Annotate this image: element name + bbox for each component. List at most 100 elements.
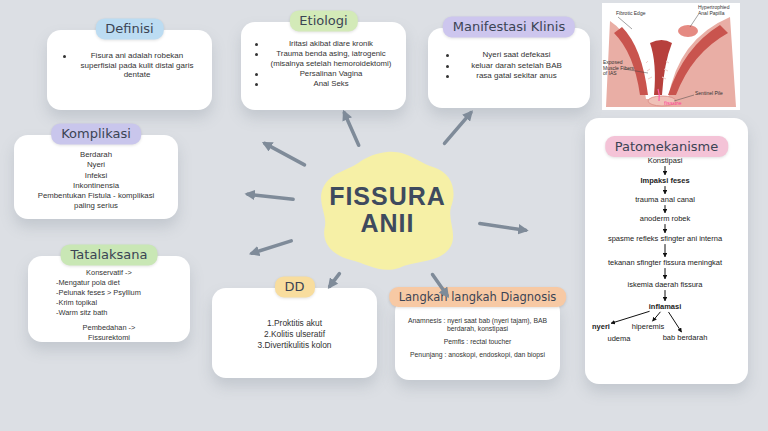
blob-outline: [321, 152, 453, 270]
heading-pill: Patomekanisme: [605, 136, 729, 157]
leader-line: [690, 15, 698, 27]
item-text: Iritasi akibat diare kronik: [266, 39, 396, 48]
anal-canal-tissue: [606, 17, 736, 107]
muscle-fibers: [668, 25, 728, 95]
heading-pill: Etiologi: [289, 10, 357, 31]
list-item: 3.Divertikulitis kolon: [224, 340, 365, 350]
topic-card: DefinisiFisura ani adalah robekan superf…: [47, 30, 212, 110]
card-body: Konservatif ->-Mengatur pola diet-Peluna…: [28, 256, 190, 348]
list-item: -Mengatur pola diet: [40, 279, 178, 288]
topic-card: PatomekanismeKonstipasiImpaksi feses trau…: [585, 118, 748, 384]
list-item: Pembentukan Fistula - komplikasi paling …: [28, 191, 164, 210]
card-body: BerdarahNyeriInfeksiInkontinensiaPembent…: [14, 135, 178, 215]
bullet-dot: [255, 83, 258, 86]
item-text: Nyeri saat defekasi: [457, 50, 576, 60]
list-item: Pembedahan ->: [40, 324, 178, 333]
branch-arrow: [265, 143, 305, 165]
flow-step: bab berdarah: [663, 333, 708, 342]
branch-arrow: [330, 274, 340, 287]
item-text: rasa gatal sekitar anus: [457, 71, 576, 81]
list-item: Inkontinensia: [28, 181, 164, 190]
list-item: -Pelunak feses > Psyllium: [40, 289, 178, 298]
card-body: Anamnesis : nyeri saat bab (nyeri tajam)…: [395, 298, 560, 369]
branch-arrow: [248, 194, 294, 199]
step-text: bab berdarah: [663, 333, 708, 342]
bullet-dot: [255, 53, 258, 56]
bullet-dot: [446, 65, 449, 68]
step-text: Impaksi feses: [640, 176, 689, 185]
list-item: Infeksi: [28, 171, 164, 180]
list-item: Berdarah: [28, 150, 164, 159]
step-text: tekanan sfingter fissura meningkat: [608, 258, 722, 267]
topic-card: Manifestasi KlinisNyeri saat defekasikel…: [428, 28, 590, 108]
list-item: Pemfis : rectal toucher: [407, 338, 548, 346]
step-text: udema: [608, 334, 631, 343]
branch-arrow: [252, 241, 291, 254]
step-text: spasme refleks sfingter ani interna: [608, 234, 722, 243]
illustration-label: Hypertrophied Anal Papilla: [698, 5, 740, 16]
illustration-background: [602, 3, 740, 110]
heading-pill: DD: [274, 276, 314, 297]
bullet-dot: [446, 75, 449, 78]
list-item: Penunjang : anoskopi, endoskopi, dan bio…: [407, 351, 548, 359]
list-item: rasa gatal sekitar anus: [442, 71, 576, 81]
list-item: -Warm sitz bath: [40, 309, 178, 318]
flow-step: spasme refleks sfingter ani interna: [608, 234, 722, 243]
list-item: Fisura ani adalah robekan superfisial pa…: [59, 51, 200, 80]
list-item: keluar darah setelah BAB: [442, 61, 576, 71]
flow-step: nyeri: [592, 322, 610, 331]
item-text: Persalinan Vagina: [266, 69, 396, 78]
bullet-dot: [255, 73, 258, 76]
step-text: hiperemis: [632, 322, 665, 331]
fissure-mark: [658, 89, 659, 101]
list-item: -Krim topikal: [40, 299, 178, 308]
list-item: Anamnesis : nyeri saat bab (nyeri tajam)…: [407, 317, 548, 333]
step-text: Konstipasi: [648, 156, 683, 165]
heading-pill: Manifestasi Klinis: [443, 16, 575, 37]
step-text: iskemia daerah fissura: [627, 280, 702, 289]
flow-step: inflamasi: [649, 302, 682, 311]
item-text: Fisura ani adalah robekan superfisial pa…: [74, 51, 200, 80]
illustration-label: Fibrotic Edge: [616, 11, 656, 17]
flow-step: tekanan sfingter fissura meningkat: [608, 258, 722, 267]
anal-papilla: [678, 25, 698, 37]
topic-card: DD1.Proktitis akut2.Kolitis ulseratif3.D…: [212, 288, 377, 378]
item-text: Trauma benda asing, iatrogenic (misalnya…: [266, 49, 396, 68]
topic-card: KomplikasiBerdarahNyeriInfeksiInkontinen…: [14, 135, 178, 219]
list-item: Fissurektomi: [40, 334, 178, 343]
heading-pill: Komplikasi: [51, 123, 141, 144]
flow-step: trauma anal canal: [635, 195, 695, 204]
branch-arrow: [445, 113, 471, 144]
bullet-dot: [446, 54, 449, 57]
list-item: Nyeri saat defekasi: [442, 50, 576, 60]
topic-card: Langkah langkah DiagnosisAnamnesis : nye…: [395, 298, 560, 380]
list-item: Iritasi akibat diare kronik: [251, 39, 396, 48]
topic-card: EtiologiIritasi akibat diare kronikTraum…: [241, 22, 406, 110]
flow-step: Impaksi feses: [640, 176, 689, 185]
illustration-label: Sentinel Pile: [695, 91, 735, 97]
list-item: Anal Seks: [251, 79, 396, 88]
exposed-muscle: [650, 40, 672, 95]
heading-pill: Definisi: [95, 18, 163, 39]
muscle-striations: [646, 61, 669, 79]
topic-card: TatalaksanaKonservatif ->-Mengatur pola …: [28, 256, 190, 342]
step-text: inflamasi: [649, 302, 682, 311]
card-body: Iritasi akibat diare kronikTrauma benda …: [241, 22, 406, 94]
item-text: Anal Seks: [266, 79, 396, 88]
branch-arrow: [480, 224, 526, 231]
flow-step: hiperemis: [632, 322, 665, 331]
central-title: FISSURA ANII: [328, 183, 448, 238]
leader-line: [618, 17, 632, 29]
bullet-dot: [63, 55, 66, 58]
card-body: 1.Proktitis akut2.Kolitis ulseratif3.Div…: [212, 288, 377, 355]
list-item: Nyeri: [28, 160, 164, 169]
step-text: anoderm robek: [640, 214, 690, 223]
list-item: 2.Kolitis ulseratif: [224, 329, 365, 339]
illustration-label: Exposed Muscle Fibers of IAS: [603, 60, 637, 77]
step-text: nyeri: [592, 322, 610, 331]
list-item: Konservatif ->: [40, 269, 178, 278]
central-topic: FISSURA ANII: [315, 148, 460, 272]
list-item: Trauma benda asing, iatrogenic (misalnya…: [251, 49, 396, 68]
list-item: 1.Proktitis akut: [224, 318, 365, 328]
